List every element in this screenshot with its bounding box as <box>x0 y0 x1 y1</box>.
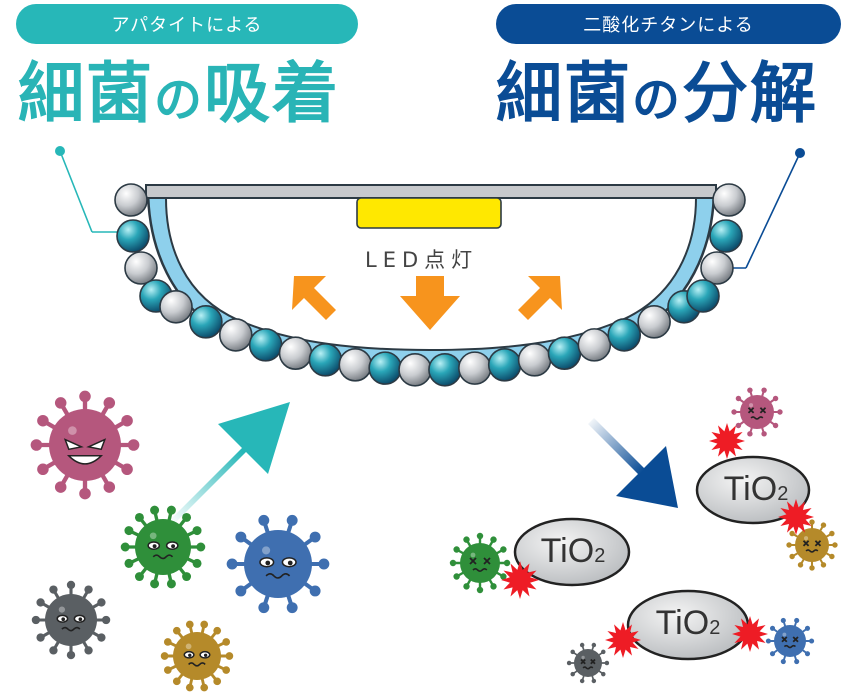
burst-icon <box>709 423 745 459</box>
virus-gray <box>31 580 111 660</box>
bead <box>487 348 522 382</box>
adsorb-arrow <box>170 402 290 524</box>
right-tag: 二酸化チタンによる <box>496 4 841 44</box>
burst-icon <box>732 616 768 652</box>
right-title-b: 分解 <box>682 55 819 132</box>
tio2-particle-top <box>695 455 811 525</box>
right-title-a: 細菌 <box>496 55 632 132</box>
led-element <box>356 197 502 229</box>
left-title: 細菌の吸着 <box>18 54 340 140</box>
bead <box>709 219 743 253</box>
bead <box>308 343 343 377</box>
virus-green <box>120 505 206 589</box>
virus-gold-dead <box>786 519 838 571</box>
bead <box>368 351 402 385</box>
bead <box>159 289 193 324</box>
apatite-beads <box>114 183 746 387</box>
tio2-label-bottom: TiO2 <box>655 604 721 642</box>
bead <box>607 318 642 352</box>
left-tag: アパタイトによる <box>16 4 358 44</box>
right-title-no: の <box>632 72 683 128</box>
light-arrows <box>292 276 562 330</box>
virus-green-dead <box>449 532 511 594</box>
virus-blue <box>226 514 330 614</box>
bead <box>700 251 734 285</box>
bead <box>517 343 552 377</box>
bead <box>577 328 612 362</box>
virus-gray-dead <box>566 642 610 684</box>
viruses <box>30 387 838 692</box>
bead <box>114 183 148 217</box>
left-title-b: 吸着 <box>204 55 341 132</box>
led-label: LED点灯 <box>365 248 479 272</box>
decompose-arrow <box>588 418 678 508</box>
bead <box>124 251 158 285</box>
bead <box>712 183 746 217</box>
bead <box>637 305 671 339</box>
bead <box>116 219 150 253</box>
bead <box>338 348 373 382</box>
bead <box>189 305 223 339</box>
virus-pink <box>30 390 140 500</box>
leader-lines <box>55 146 805 269</box>
virus-blue-dead <box>765 617 815 665</box>
bead <box>686 279 720 313</box>
tio2-particle-middle <box>513 517 631 587</box>
tio2-label-middle: TiO2 <box>540 532 606 570</box>
bead <box>278 336 313 370</box>
burst-icon <box>501 561 539 599</box>
bead <box>428 352 462 387</box>
right-title: 細菌の分解 <box>496 54 818 140</box>
left-title-a: 細菌 <box>18 55 154 132</box>
decomposition-bursts <box>501 423 814 658</box>
burst-icon <box>605 622 641 658</box>
virus-pink-dead <box>731 387 783 437</box>
bead <box>458 351 492 385</box>
burst-icon <box>778 499 814 535</box>
bead <box>248 328 283 362</box>
virus-gold <box>160 620 234 692</box>
tio2-label-top: TiO2 <box>723 470 789 508</box>
bead <box>547 336 582 370</box>
bead <box>218 318 253 352</box>
left-title-no: の <box>154 72 205 128</box>
bead <box>398 352 432 387</box>
